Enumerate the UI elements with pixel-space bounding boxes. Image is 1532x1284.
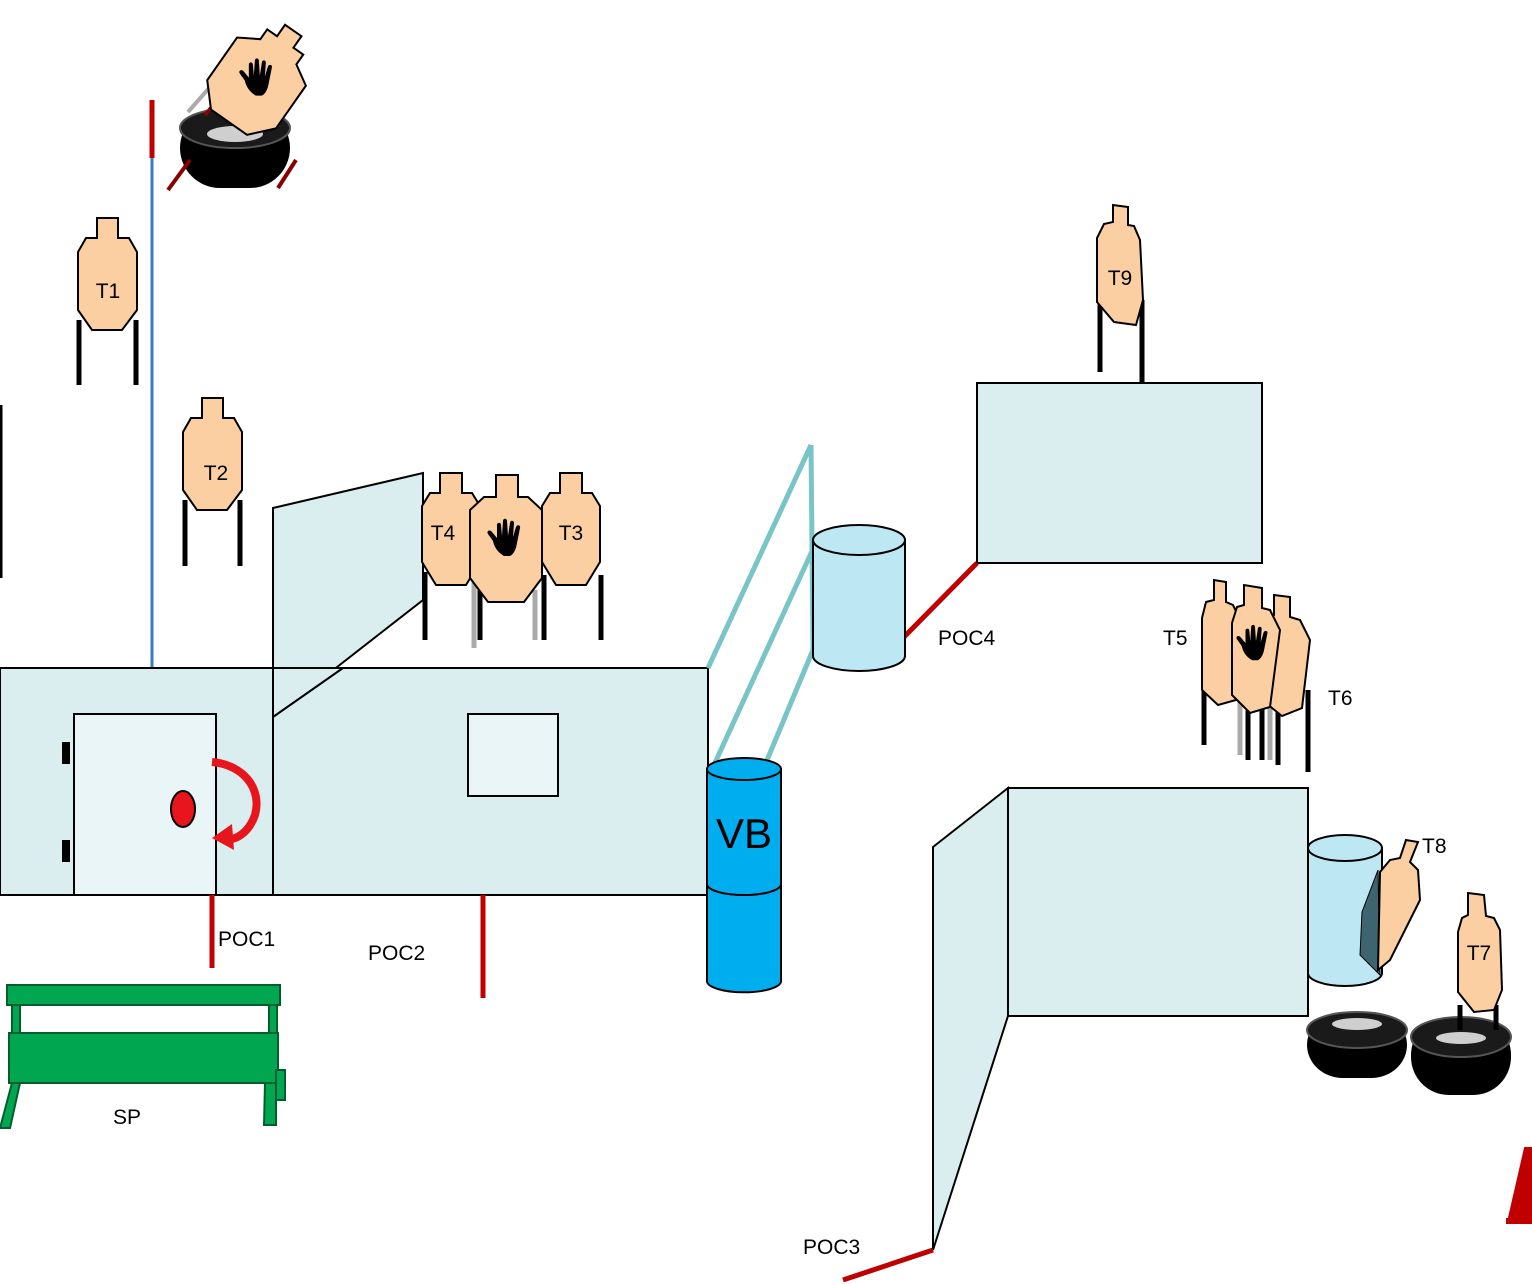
target-label-t5: T5 [1163,627,1188,650]
curved-arrow-icon [211,758,261,850]
fault-line-poc4 [901,561,979,640]
target-t7: T7 [1457,891,1504,1030]
target-label-t8: T8 [1422,835,1447,858]
window-wall-edge [272,667,344,718]
swinger-target [166,23,308,192]
barrel-light-upper [812,524,906,672]
target-t3 [541,472,601,586]
poc1-label: POC1 [218,928,275,951]
target-group-t5-t6 [1201,578,1312,772]
target-label-t7: T7 [1467,942,1492,965]
start-position-table [0,984,286,1129]
target-label-t6: T6 [1328,687,1353,710]
target-t1: T1 [76,217,139,385]
door-hinge-top [62,742,70,764]
visual-barrier-barrels [706,757,782,994]
target-t9: T9 [1096,203,1145,384]
target-t2: T2 [182,397,243,566]
poc2-label: POC2 [368,942,425,965]
target-label-t2: T2 [204,462,229,485]
target-label-t9: T9 [1108,267,1133,290]
teal-ropes [705,443,816,767]
lower-right-wall [1007,787,1309,1017]
target-group-t4-t3: T4 T3 [421,472,604,648]
poc4-label: POC4 [938,627,996,650]
visual-barrier-label: VB [716,810,772,857]
door-hinge-bottom [62,840,70,862]
lower-angled-wall [932,785,1009,1251]
target-t8 [1376,838,1422,973]
target-label-t1: T1 [96,280,121,303]
poc3-label: POC3 [803,1236,860,1259]
target-label-t3: T3 [559,522,584,545]
tire-stack-icon [1410,1016,1512,1095]
barrel-light-lower [1307,834,1383,987]
tire-stack-icon [1306,1011,1408,1078]
fault-line-poc3 [842,1247,934,1283]
window-port [467,713,559,797]
target-t4 [421,472,481,586]
start-position-label: SP [113,1106,141,1129]
red-circle-icon [170,790,196,828]
traffic-cone-icon [1506,1147,1532,1224]
target-label-t4: T4 [431,522,456,545]
upper-right-wall [976,382,1263,564]
target-t5 [1201,578,1242,707]
